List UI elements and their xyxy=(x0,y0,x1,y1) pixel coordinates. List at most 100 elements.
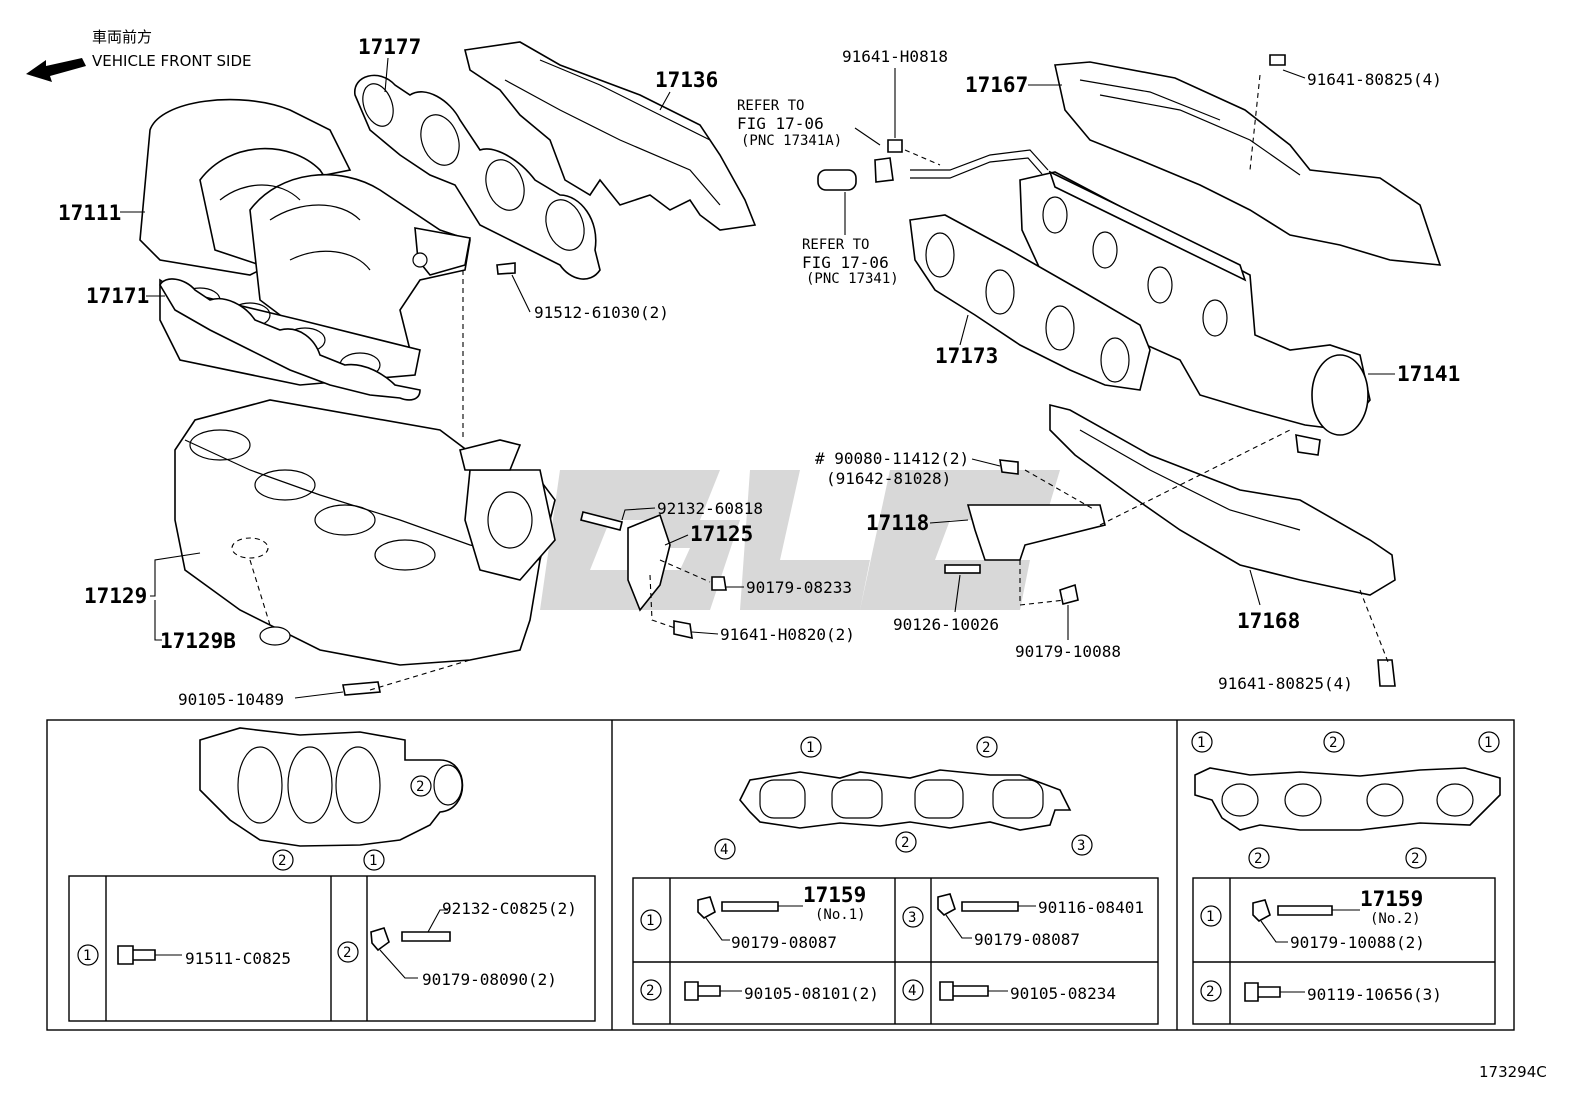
bolt-icon xyxy=(684,981,721,1001)
refer1-line1: REFER TO xyxy=(737,98,804,114)
nut-icon xyxy=(370,927,390,952)
table3-r2-part: 90119-10656(3) xyxy=(1307,985,1442,1004)
table3-r2-num: 2 xyxy=(1206,984,1214,1000)
table3-r1-title: 17159 xyxy=(1360,887,1423,911)
panel2-callout-2b: 2 xyxy=(901,835,909,851)
assembly-lines xyxy=(249,74,1389,691)
stud-icon xyxy=(1277,905,1333,916)
part-17136-insulator xyxy=(464,41,757,231)
table2-r2-num: 2 xyxy=(646,983,654,999)
label-91641-h0820: 91641-H0820(2) xyxy=(720,625,855,644)
stud-icon xyxy=(401,931,451,942)
label-17111: 17111 xyxy=(58,201,121,225)
part-17118-stay xyxy=(944,459,1106,605)
label-91512: 91512-61030(2) xyxy=(534,303,669,322)
label-90080: # 90080-11412(2) xyxy=(815,449,969,468)
label-91641-80825-bottom: 91641-80825(4) xyxy=(1218,674,1353,693)
detail-panel-2: 1 2 4 2 3 1 17159 (No.1) 90179-08087 2 9… xyxy=(632,736,1159,1025)
bolt-icon xyxy=(496,262,516,275)
figure-id: 173294C xyxy=(1479,1063,1547,1081)
label-91642: (91642-81028) xyxy=(826,469,951,488)
detail-frame xyxy=(46,719,1515,1031)
label-17129: 17129 xyxy=(84,584,147,608)
label-17141: 17141 xyxy=(1397,362,1460,386)
table2-r4-part: 90105-08234 xyxy=(1010,984,1116,1003)
stud-icon xyxy=(961,901,1019,912)
table1-row1-part: 91511-C0825 xyxy=(185,949,291,968)
part-17177-gasket xyxy=(354,74,601,280)
label-90179-08233: 90179-08233 xyxy=(746,578,852,597)
part-17173-gasket xyxy=(909,214,1151,391)
nut-icon xyxy=(697,896,716,919)
table2-r1-part: 90179-08087 xyxy=(731,933,837,952)
callout-2-text: 2 xyxy=(416,779,424,795)
stud-icon xyxy=(721,901,779,912)
part-17141-manifold xyxy=(1019,170,1371,456)
refer-notes: REFER TO FIG 17-06 (PNC 17341A) REFER TO… xyxy=(737,98,899,287)
label-17167: 17167 xyxy=(965,73,1028,97)
table2-r1-sub: (No.1) xyxy=(815,907,866,923)
detail-panel-3: 1 2 1 2 2 1 17159 (No.2) 90179-10088(2) … xyxy=(1191,731,1501,1025)
part-17129-chamber xyxy=(174,399,556,666)
part-17167-insulator xyxy=(1054,61,1442,266)
table1-row2-a: 92132-C0825(2) xyxy=(442,899,577,918)
table1 xyxy=(68,875,596,1022)
part-labels: 17177 17136 17111 17171 91512-61030(2) 1… xyxy=(58,35,1460,709)
refer-parts xyxy=(817,139,1049,191)
bolt-icon xyxy=(939,981,989,1001)
callout-2 xyxy=(272,849,294,871)
panel3-callout-1: 1 xyxy=(1197,735,1205,751)
callout-2 xyxy=(410,775,432,797)
label-90126: 90126-10026 xyxy=(893,615,999,634)
refer1-pnc: (PNC 17341A) xyxy=(741,133,842,149)
label-91641-h0818: 91641-H0818 xyxy=(842,47,948,66)
watermark xyxy=(540,470,1060,610)
bolt-icon xyxy=(1244,982,1281,1002)
table2-r4-num: 4 xyxy=(908,983,916,999)
table3 xyxy=(1192,877,1496,1025)
callout-2-text: 2 xyxy=(278,853,286,869)
callout-1-text: 1 xyxy=(369,853,377,869)
label-17129b: 17129B xyxy=(160,629,236,653)
label-91641-80825-top: 91641-80825(4) xyxy=(1307,70,1442,89)
label-17118: 17118 xyxy=(866,511,929,535)
orientation-indicator: 車両前方 VEHICLE FRONT SIDE xyxy=(26,28,252,82)
part-17171-gasket xyxy=(159,278,421,401)
part-17168-insulator xyxy=(1049,403,1396,596)
nut-icon xyxy=(937,893,956,916)
table2-r3-a: 90116-08401 xyxy=(1038,898,1144,917)
panel3-callout-2b: 2 xyxy=(1254,851,1262,867)
panel3-callout-2c: 2 xyxy=(1411,851,1419,867)
panel2-callout-1: 1 xyxy=(806,740,814,756)
table1-row1-num: 1 xyxy=(83,948,91,964)
label-90179-10088: 90179-10088 xyxy=(1015,642,1121,661)
bolt-icon xyxy=(1269,54,1286,66)
table3-r1-num: 1 xyxy=(1206,909,1214,925)
label-17173: 17173 xyxy=(935,344,998,368)
bolt-icon xyxy=(1377,659,1396,687)
part-17111-manifold xyxy=(139,98,471,386)
panel3-callout-2: 2 xyxy=(1329,735,1337,751)
orientation-en: VEHICLE FRONT SIDE xyxy=(92,52,252,70)
table2-r3-num: 3 xyxy=(908,910,916,926)
table1-row2-num: 2 xyxy=(343,945,351,961)
panel2-callout-4: 4 xyxy=(720,842,728,858)
callout-1 xyxy=(363,849,385,871)
label-17168: 17168 xyxy=(1237,609,1300,633)
table3-r1-part: 90179-10088(2) xyxy=(1290,933,1425,952)
label-17136: 17136 xyxy=(655,68,718,92)
part-17125-bracket xyxy=(580,511,727,640)
refer2-line1: REFER TO xyxy=(802,237,869,253)
table2-r3-b: 90179-08087 xyxy=(974,930,1080,949)
table1-row2-b: 90179-08090(2) xyxy=(422,970,557,989)
label-17177: 17177 xyxy=(358,35,421,59)
refer1-fig: FIG 17-06 xyxy=(737,114,824,133)
orientation-jp: 車両前方 xyxy=(92,28,152,46)
panel2-callout-2: 2 xyxy=(982,740,990,756)
panel2-callout-3: 3 xyxy=(1077,838,1085,854)
bolt-icon xyxy=(117,945,156,965)
label-92132: 92132-60818 xyxy=(657,499,763,518)
refer2-fig: FIG 17-06 xyxy=(802,253,889,272)
table2-r1-num: 1 xyxy=(646,913,654,929)
loose-fasteners xyxy=(342,54,1396,696)
